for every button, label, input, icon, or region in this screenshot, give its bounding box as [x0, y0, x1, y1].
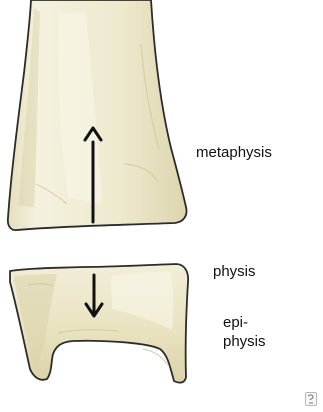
physis-label: physis: [213, 262, 256, 281]
epiphysis-label-line-1: epi-: [223, 313, 266, 332]
metaphysis-label: metaphysis: [196, 143, 272, 162]
watermark-icon: [305, 392, 317, 406]
epiphysis-label: epi- physis: [223, 313, 266, 351]
epiphysis-label-line-2: physis: [223, 332, 266, 351]
